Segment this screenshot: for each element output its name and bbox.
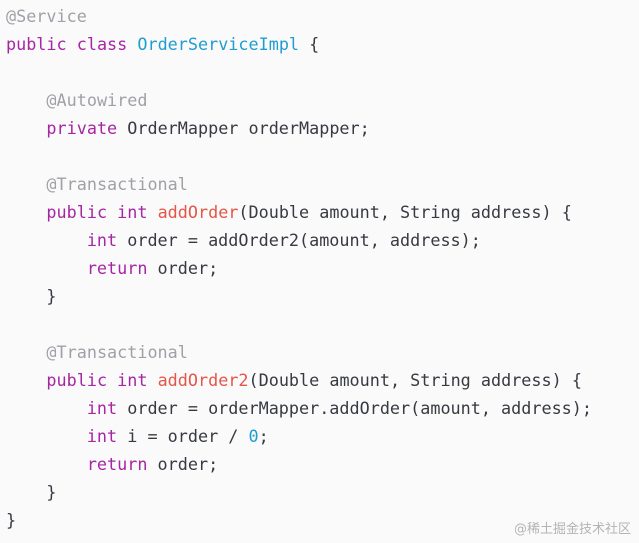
code-token xyxy=(67,34,77,54)
code-token xyxy=(6,426,87,446)
code-token: ; xyxy=(258,426,269,446)
code-token: 0 xyxy=(248,426,259,446)
watermark: @稀土掘金技术社区 xyxy=(513,522,631,537)
code-token xyxy=(107,370,117,390)
code-token: return xyxy=(86,258,148,278)
code-token: i = order / xyxy=(117,426,249,446)
code-token xyxy=(107,202,117,222)
code-token xyxy=(6,118,46,138)
code-token: return xyxy=(86,454,148,474)
code-token: order = orderMapper.addOrder(amount, add… xyxy=(117,398,592,418)
code-token: } xyxy=(6,510,17,530)
code-token: OrderMapper orderMapper; xyxy=(117,118,370,138)
code-line: int i = order / 0; xyxy=(6,422,639,450)
code-line: } xyxy=(6,282,639,310)
code-line: public class OrderServiceImpl { xyxy=(6,30,639,58)
code-token: int xyxy=(117,202,148,222)
code-token: order; xyxy=(147,258,219,278)
code-token xyxy=(6,398,87,418)
code-line: private OrderMapper orderMapper; xyxy=(6,114,639,142)
code-token: addOrder xyxy=(157,202,239,222)
code-token: public xyxy=(6,34,67,54)
code-token: addOrder2 xyxy=(157,370,249,390)
code-token: int xyxy=(86,426,118,446)
code-token: @Transactional xyxy=(46,342,188,362)
code-token: int xyxy=(86,230,118,250)
code-token: private xyxy=(46,118,118,138)
code-token: order; xyxy=(147,454,219,474)
code-token: int xyxy=(86,398,118,418)
code-token: @Service xyxy=(6,6,87,26)
code-token: OrderServiceImpl xyxy=(137,34,300,54)
code-line: public int addOrder(Double amount, Strin… xyxy=(6,198,639,226)
code-line: return order; xyxy=(6,254,639,282)
code-line: int order = orderMapper.addOrder(amount,… xyxy=(6,394,639,422)
code-token xyxy=(147,202,157,222)
code-token: public xyxy=(46,202,108,222)
code-token xyxy=(147,370,157,390)
code-line: public int addOrder2(Double amount, Stri… xyxy=(6,366,639,394)
code-token xyxy=(6,258,87,278)
code-line: @Service xyxy=(6,2,639,30)
code-line: } xyxy=(6,478,639,506)
code-line xyxy=(6,142,639,170)
code-line: return order; xyxy=(6,450,639,478)
code-token xyxy=(6,202,46,222)
code-token: { xyxy=(299,34,320,54)
code-token xyxy=(6,342,46,362)
code-token: order = addOrder2(amount, address); xyxy=(117,230,481,250)
code-token: (Double amount, String address) { xyxy=(238,202,572,222)
code-line: @Transactional xyxy=(6,338,639,366)
code-token: public xyxy=(46,370,108,390)
code-token: (Double amount, String address) { xyxy=(248,370,582,390)
code-token xyxy=(127,34,137,54)
code-token: @Transactional xyxy=(46,174,188,194)
code-line xyxy=(6,58,639,86)
code-token: int xyxy=(117,370,148,390)
code-token xyxy=(6,370,46,390)
code-token xyxy=(6,454,87,474)
code-line xyxy=(6,310,639,338)
code-token: } xyxy=(6,482,57,502)
code-token: @Autowired xyxy=(46,90,148,110)
code-token: } xyxy=(6,286,57,306)
code-token: class xyxy=(76,34,128,54)
code-line: @Autowired xyxy=(6,86,639,114)
code-token xyxy=(6,174,46,194)
code-line: @Transactional xyxy=(6,170,639,198)
code-line: } xyxy=(6,506,639,534)
code-line: int order = addOrder2(amount, address); xyxy=(6,226,639,254)
code-token xyxy=(6,90,46,110)
code-token xyxy=(6,230,87,250)
